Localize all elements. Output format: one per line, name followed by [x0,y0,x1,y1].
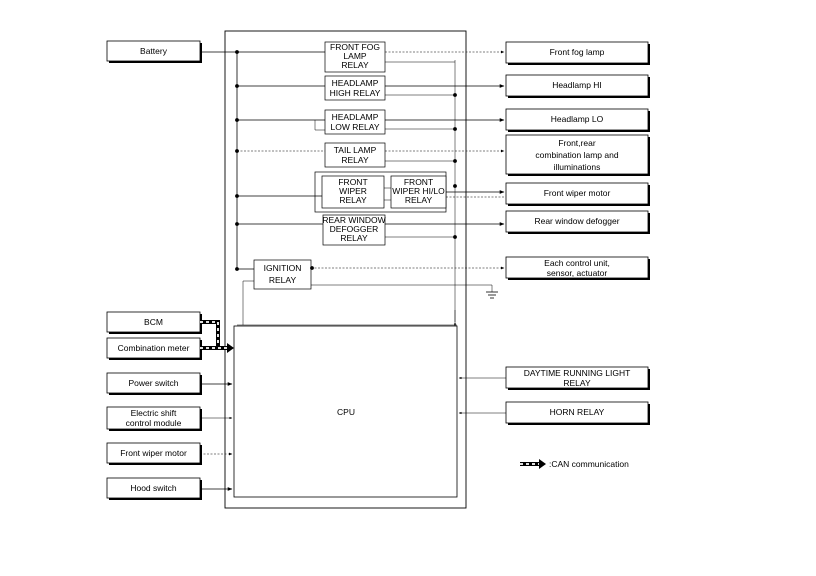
output-control-unit: Each control unit, sensor, actuator [505,256,650,280]
input-bcm: BCM [106,311,202,334]
relay-input-wires [202,51,325,270]
svg-text:DEFOGGER: DEFOGGER [330,224,379,234]
svg-text:Front fog lamp: Front fog lamp [550,47,605,57]
svg-text:HEADLAMP: HEADLAMP [332,78,379,88]
svg-text:LOW RELAY: LOW RELAY [331,122,380,132]
svg-text:HEADLAMP: HEADLAMP [332,112,379,122]
input-hood-switch: Hood switch [106,477,202,500]
svg-text:control module: control module [126,418,182,428]
bus-lines [236,52,457,326]
svg-text:Battery: Battery [140,46,168,56]
svg-text:HORN RELAY: HORN RELAY [550,407,605,417]
cpu-label: CPU [337,407,355,417]
svg-text:sensor, actuator: sensor, actuator [547,268,608,278]
output-front-fog-lamp: Front fog lamp [505,41,650,65]
svg-text:Headlamp HI: Headlamp HI [552,80,602,90]
relay-front-wiper: FRONT WIPER RELAY [321,175,385,209]
output-combination-lamp: Front,rear combination lamp and illumina… [505,134,650,176]
svg-text:FRONT FOG: FRONT FOG [330,42,380,52]
cpu-input-wires-right [458,376,506,415]
ignition-feed [242,280,254,325]
relay-headlamp-low: HEADLAMP LOW RELAY [324,109,386,135]
legend: :CAN communication [520,459,629,469]
svg-text:DAYTIME RUNNING LIGHT: DAYTIME RUNNING LIGHT [524,368,631,378]
svg-text:HIGH RELAY: HIGH RELAY [330,88,381,98]
ground-symbol [311,284,498,299]
input-battery: Battery [106,40,202,63]
relay-ignition: IGNITION RELAY [253,259,312,290]
cpu-input-wires-left [200,382,233,491]
relay-front-fog: FRONT FOG LAMP RELAY [324,41,386,73]
svg-text:RELAY: RELAY [341,155,369,165]
output-headlamp-lo: Headlamp LO [505,108,650,132]
module-frame [224,30,467,509]
relay-headlamp-high: HEADLAMP HIGH RELAY [324,75,386,101]
svg-text:Power switch: Power switch [128,378,178,388]
svg-text:IGNITION: IGNITION [264,263,302,273]
input-combination-meter: Combination meter [106,337,202,360]
input-power-switch: Power switch [106,372,202,395]
svg-text:Front wiper motor: Front wiper motor [544,188,611,198]
svg-text:RELAY: RELAY [340,233,368,243]
svg-text:combination lamp and: combination lamp and [535,150,618,160]
relay-front-wiper-hilo: FRONT WIPER HI/LO RELAY [390,175,447,209]
can-lines [200,320,234,353]
can-legend-label: :CAN communication [549,459,629,469]
input-horn-relay: HORN RELAY [505,401,650,425]
output-headlamp-hi: Headlamp HI [505,74,650,98]
svg-text:WIPER HI/LO: WIPER HI/LO [392,186,445,196]
svg-text:FRONT: FRONT [404,177,433,187]
svg-text:FRONT: FRONT [338,177,367,187]
svg-text:TAIL LAMP: TAIL LAMP [334,145,377,155]
svg-text:REAR WINDOW: REAR WINDOW [322,215,385,225]
svg-text:WIPER: WIPER [339,186,367,196]
svg-text:Hood switch: Hood switch [130,483,177,493]
junction-dots [235,50,457,271]
input-daytime-running-light: DAYTIME RUNNING LIGHT RELAY [505,366,650,390]
relay-rear-window-defogger: REAR WINDOW DEFOGGER RELAY [322,214,386,246]
output-front-wiper-motor: Front wiper motor [505,182,650,206]
svg-text:Front,rear: Front,rear [558,138,595,148]
svg-text:Combination meter: Combination meter [118,343,190,353]
svg-text:Rear window defogger: Rear window defogger [534,216,619,226]
svg-text:RELAY: RELAY [339,195,367,205]
svg-text:Front wiper motor: Front wiper motor [120,448,187,458]
svg-text:Electric shift: Electric shift [131,408,177,418]
svg-text:BCM: BCM [144,317,163,327]
input-electric-shift: Electric shift control module [106,406,202,431]
svg-text:RELAY: RELAY [269,275,297,285]
output-wires [311,50,505,270]
svg-text:RELAY: RELAY [341,60,369,70]
svg-text:illuminations: illuminations [554,162,601,172]
svg-text:Headlamp LO: Headlamp LO [551,114,604,124]
svg-text:RELAY: RELAY [563,378,591,388]
relay-tail-lamp: TAIL LAMP RELAY [324,142,386,168]
cpu-block: CPU [233,325,458,498]
svg-text:RELAY: RELAY [405,195,433,205]
output-rear-window-defogger: Rear window defogger [505,210,650,234]
input-front-wiper-motor: Front wiper motor [106,442,202,465]
svg-text:Each control unit,: Each control unit, [544,258,610,268]
svg-text:LAMP: LAMP [343,51,366,61]
